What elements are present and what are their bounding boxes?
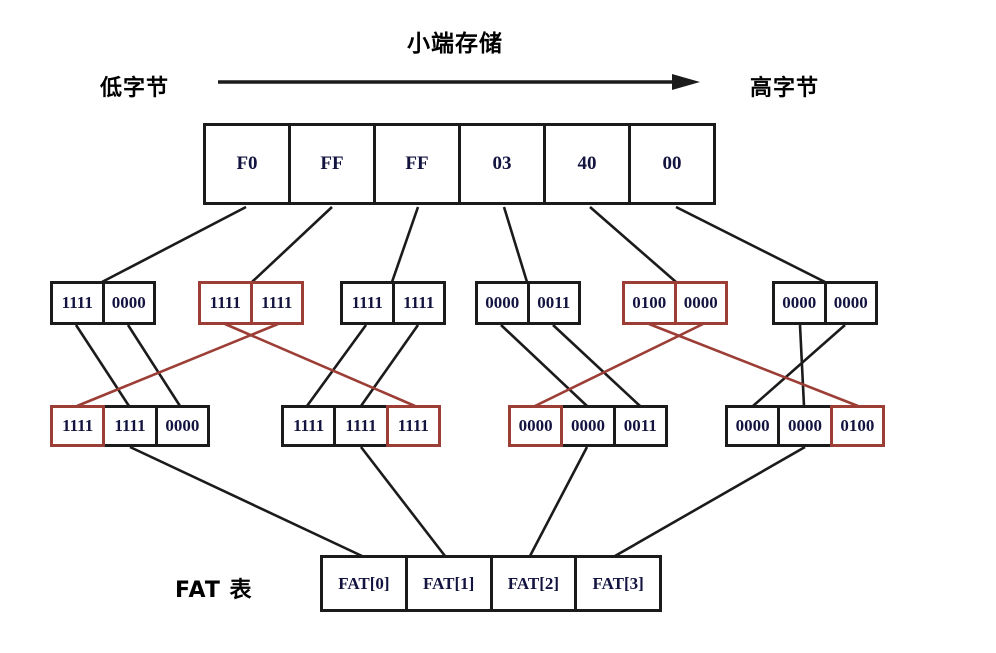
connector-line (126, 324, 182, 407)
connector-line (390, 206, 420, 283)
nibble-cell: 1111 (50, 281, 105, 325)
twelve-bit-cell: 1111 (385, 405, 441, 447)
cross-connector-line-red (224, 322, 416, 408)
byte-cell: FF (288, 123, 376, 205)
low-byte-label: 低字节 (100, 76, 170, 101)
high-byte-label: 高字节 (750, 76, 820, 101)
connector-line (502, 206, 529, 283)
connector-line (74, 324, 131, 407)
connector-line (500, 324, 588, 407)
nibble-cell: 0000 (823, 281, 878, 325)
connector-line (798, 324, 806, 407)
fat-entry-cell: FAT[0] (320, 555, 408, 612)
fat-entry-cell: FAT[2] (489, 555, 578, 612)
byte-cell: FF (373, 123, 461, 205)
nibble-cell: 1111 (391, 281, 446, 325)
nibble-cell: 0011 (526, 281, 581, 325)
fat-table-label: FAT 表 (175, 578, 253, 603)
connector-line (752, 324, 846, 407)
connector-line (675, 205, 826, 284)
byte-cell: 40 (543, 123, 631, 205)
twelve-bit-cell: 1111 (102, 405, 158, 447)
connector-line (129, 445, 363, 558)
twelve-bit-cell: 0100 (829, 405, 885, 447)
twelve-bit-cell: 1111 (50, 405, 106, 447)
fat-table-row: FAT[0]FAT[1]FAT[2]FAT[3] (320, 555, 662, 612)
connector-line (589, 206, 677, 283)
byte-cell: 00 (628, 123, 716, 205)
connector-line (359, 324, 420, 407)
byte-cell: 03 (458, 123, 546, 205)
connector-line (305, 324, 368, 407)
direction-arrow-head (672, 74, 700, 90)
fat-entry-cell: FAT[3] (574, 555, 662, 612)
connector-line (251, 206, 333, 283)
cross-connector-line-red (648, 322, 859, 408)
nibble-cell: 1111 (340, 281, 395, 325)
nibble-cell: 1111 (198, 281, 253, 325)
nibble-cell: 0000 (101, 281, 156, 325)
diagram-title: 小端存储 (407, 31, 503, 57)
twelve-bit-cell: 0000 (777, 405, 833, 447)
nibble-cell: 0000 (673, 281, 728, 325)
connector-line (101, 205, 247, 284)
twelve-bit-cell: 1111 (281, 405, 337, 447)
twelve-bit-cell: 0000 (154, 405, 210, 447)
connector-line (528, 446, 589, 557)
byte-cell: F0 (203, 123, 291, 205)
twelve-bit-cell: 0011 (612, 405, 668, 447)
nibble-cell: 0100 (622, 281, 677, 325)
twelve-bit-cell: 0000 (725, 405, 781, 447)
connector-line (552, 324, 641, 407)
cross-connector-line-red (76, 322, 279, 408)
nibble-cell: 0000 (772, 281, 827, 325)
nibble-cell: 0000 (475, 281, 530, 325)
fat-entry-cell: FAT[1] (404, 555, 493, 612)
nibble-cell: 1111 (249, 281, 304, 325)
twelve-bit-cell: 0000 (508, 405, 564, 447)
twelve-bit-cell: 0000 (560, 405, 616, 447)
twelve-bit-cell: 1111 (333, 405, 389, 447)
connector-line (614, 445, 806, 558)
connector-line (359, 446, 447, 557)
cross-connector-line-red (534, 322, 704, 408)
